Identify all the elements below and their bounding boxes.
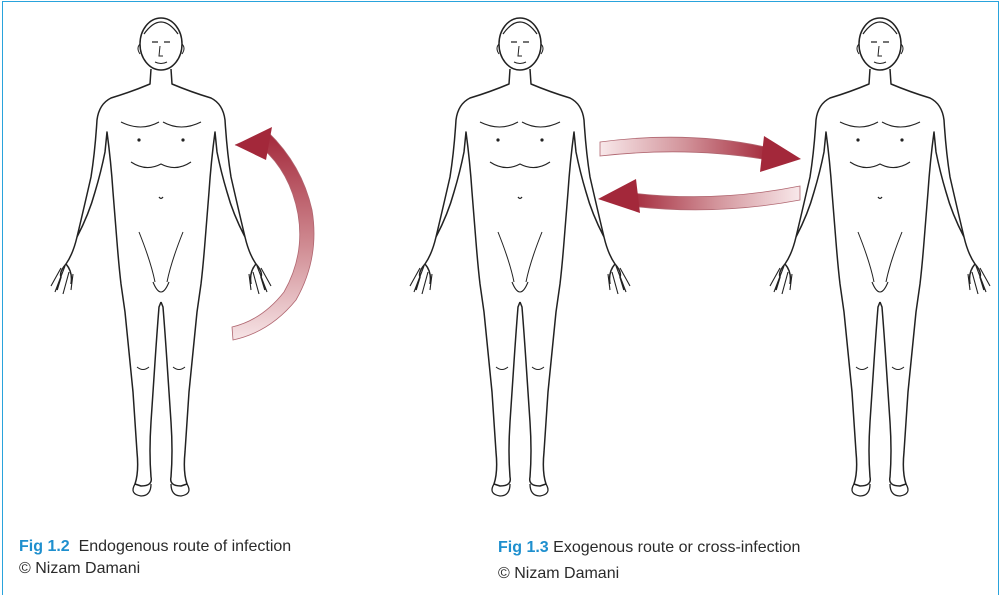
figure-label-2: Fig 1.3 <box>498 539 549 556</box>
figure-caption-2: Fig 1.3 Exogenous route or cross-infecti… <box>498 537 978 585</box>
figure-label-1: Fig 1.2 <box>19 538 70 555</box>
human-figure-2 <box>410 18 630 496</box>
figure-credit-1: © Nizam Damani <box>19 558 439 580</box>
arrow-to-right <box>600 136 801 172</box>
human-figure-1 <box>51 18 271 496</box>
figure-credit-2: © Nizam Damani <box>498 563 978 585</box>
figure-caption-text-1: Endogenous route of infection <box>79 538 292 555</box>
figure-caption-text-2: Exogenous route or cross-infection <box>553 539 800 556</box>
figure-caption-1: Fig 1.2 Endogenous route of infection © … <box>19 536 439 580</box>
arrow-to-left <box>598 179 800 213</box>
human-figure-3 <box>770 18 990 496</box>
